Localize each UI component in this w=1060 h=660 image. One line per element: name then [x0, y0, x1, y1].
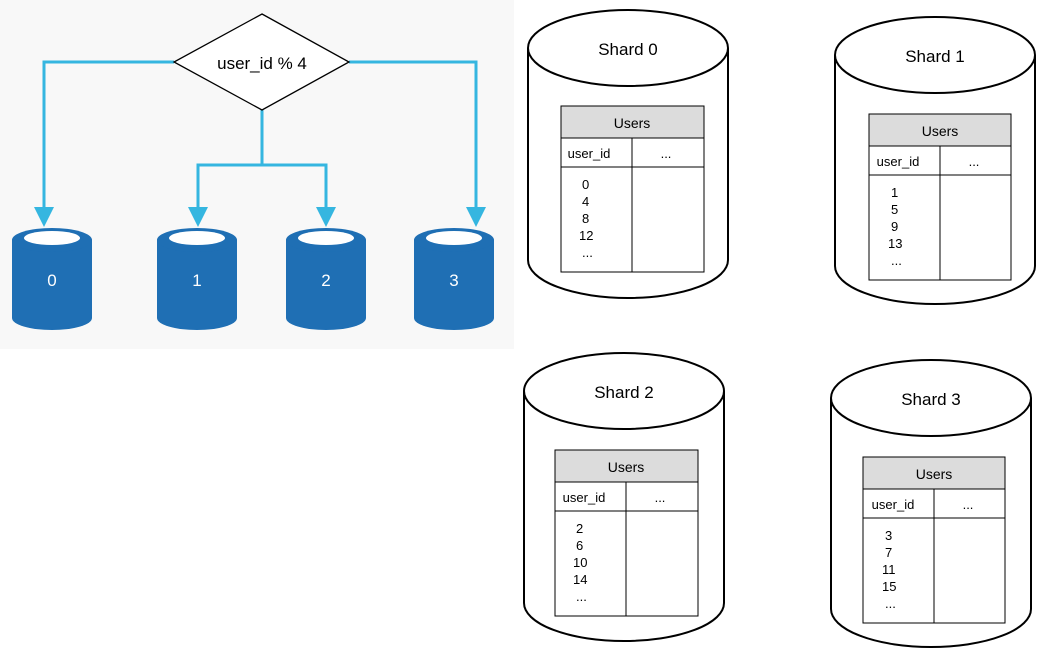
shard-3-col-user-id: user_id: [872, 497, 915, 512]
shard-3-cylinder-body: [830, 398, 1032, 648]
shard-2-col-more: ...: [655, 490, 666, 505]
routing-connectors: [42, 60, 478, 214]
shard-1: Shard 1 Users user_id ... 1 5 9 13 ...: [834, 16, 1036, 305]
shard-3-user-id: ...: [885, 596, 896, 611]
shard-2-title: Shard 2: [594, 383, 654, 402]
shard-2-user-id: ...: [576, 589, 587, 604]
shard-0: Shard 0 Users user_id ... 0 4 8 12 ...: [527, 9, 729, 299]
shard-2-cylinder-top: [523, 352, 725, 430]
shard-0-table-name: Users: [614, 115, 651, 131]
shard-3-cylinder-top: [830, 359, 1032, 437]
shard-0-cylinder-top: [527, 9, 729, 87]
shard-3-user-id: 11: [882, 562, 896, 577]
hash-expression: user_id % 4: [217, 54, 307, 73]
arrowhead-db-1: [188, 207, 208, 227]
shard-1-users-table: [868, 113, 1012, 281]
database-2-label: 2: [321, 271, 330, 290]
database-0: 0: [12, 228, 92, 330]
shard-0-user-id: 0: [582, 177, 589, 192]
database-3-top-opening: [426, 231, 482, 245]
shard-3-user-id: 7: [885, 545, 892, 560]
shard-1-cylinder-body: [834, 55, 1036, 305]
connector-to-db-2: [262, 163, 328, 214]
shard-1-col-more: ...: [969, 154, 980, 169]
shard-2-cylinder-body: [523, 391, 725, 642]
shard-3-table-text: Users user_id ... 3 7 11 15 ...: [872, 466, 974, 611]
shard-0-cylinder-body: [527, 48, 729, 299]
shard-2-users-table: [554, 449, 699, 617]
shard-3-user-id: 15: [882, 579, 896, 594]
shard-2-table-name: Users: [608, 459, 645, 475]
database-2-body: [286, 240, 366, 330]
shard-0-col-more: ...: [661, 146, 672, 161]
database-2-top-opening: [298, 231, 354, 245]
shard-0-table-text: Users user_id ... 0 4 8 12 ...: [568, 115, 672, 260]
shard-2: Shard 2 Users user_id ... 2 6 10 14 ...: [523, 352, 725, 642]
shard-1-user-id: 13: [888, 236, 902, 251]
shard-3-col-more: ...: [963, 497, 974, 512]
decision-diamond: [172, 13, 351, 111]
shard-0-users-table: [560, 105, 705, 273]
database-0-label: 0: [47, 271, 56, 290]
shard-1-col-user-id: user_id: [877, 154, 920, 169]
database-1-top-opening: [169, 231, 225, 245]
shard-3-table-name: Users: [916, 466, 953, 482]
shard-0-user-id: ...: [582, 245, 593, 260]
shard-3-table-header-bg: [862, 456, 1006, 490]
shard-2-user-id: 6: [576, 538, 583, 553]
database-3: 3: [414, 228, 494, 330]
connector-to-db-3: [349, 60, 478, 214]
arrowhead-db-0: [34, 207, 54, 227]
database-3-body: [414, 240, 494, 330]
shard-1-table-text: Users user_id ... 1 5 9 13 ...: [877, 123, 980, 268]
shard-1-user-id: 1: [891, 185, 898, 200]
shard-0-title: Shard 0: [598, 40, 658, 59]
database-0-top-opening: [24, 231, 80, 245]
shard-0-col-user-id: user_id: [568, 146, 611, 161]
connector-to-db-1: [196, 163, 262, 214]
shard-0-user-id: 12: [579, 228, 593, 243]
shard-2-col-user-id: user_id: [563, 490, 606, 505]
shard-1-user-id: ...: [891, 253, 902, 268]
database-1-body: [157, 240, 237, 330]
shard-1-cylinder-top: [834, 16, 1036, 94]
shard-1-user-id: 9: [891, 219, 898, 234]
shard-1-user-id: 5: [891, 202, 898, 217]
shard-3-users-table: [862, 456, 1006, 624]
database-1: 1: [157, 228, 237, 330]
database-2: 2: [286, 228, 366, 330]
routing-flow: user_id % 4 0 1 2 3: [12, 13, 494, 330]
shard-3-title: Shard 3: [901, 390, 961, 409]
shard-3-user-id: 3: [885, 528, 892, 543]
database-1-label: 1: [192, 271, 201, 290]
connector-to-db-0: [42, 60, 174, 214]
shard-2-user-id: 2: [576, 521, 583, 536]
shard-2-user-id: 10: [573, 555, 587, 570]
shard-2-user-id: 14: [573, 572, 587, 587]
hash-decision: user_id % 4: [172, 13, 351, 111]
routing-arrowheads: [34, 207, 486, 227]
database-3-label: 3: [449, 271, 458, 290]
database-0-body: [12, 240, 92, 330]
shard-3: Shard 3 Users user_id ... 3 7 11 15 ...: [830, 359, 1032, 648]
shard-0-user-id: 8: [582, 211, 589, 226]
arrowhead-db-3: [466, 207, 486, 227]
arrowhead-db-2: [316, 207, 336, 227]
shard-2-table-text: Users user_id ... 2 6 10 14 ...: [563, 459, 666, 604]
shard-1-title: Shard 1: [905, 47, 965, 66]
shard-0-user-id: 4: [582, 194, 589, 209]
shard-1-table-name: Users: [922, 123, 959, 139]
